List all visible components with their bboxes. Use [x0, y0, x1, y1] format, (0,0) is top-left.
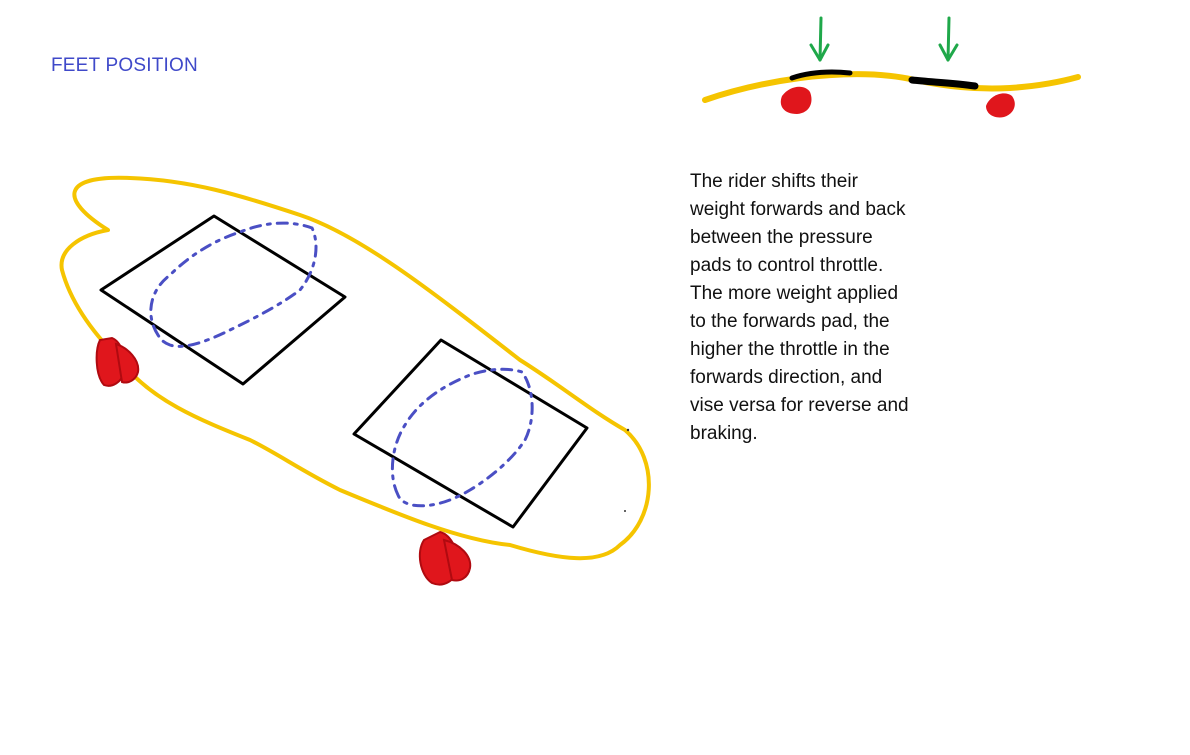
- description-line: higher the throttle in the: [690, 339, 890, 360]
- description-line: The rider shifts their: [690, 171, 858, 192]
- board-side-view: [702, 16, 1081, 118]
- description-line: vise versa for reverse and: [690, 395, 909, 416]
- foot-back: [149, 221, 318, 348]
- speck-mark: [626, 428, 630, 432]
- description-line: forwards direction, and: [690, 367, 883, 388]
- wheel-side-back: [780, 86, 812, 114]
- board-outline: [59, 175, 651, 561]
- wheel-back: [95, 336, 140, 387]
- page-title: FEET POSITION: [51, 55, 198, 76]
- board-side-deck: [702, 71, 1081, 103]
- pressure-pad-back: [99, 214, 347, 386]
- wheel-side-front: [986, 93, 1015, 118]
- pressure-pad-side-back: [789, 69, 853, 81]
- description-line: between the pressure: [690, 227, 873, 248]
- speck-mark: [624, 510, 626, 512]
- wheel-front: [418, 530, 472, 586]
- arrow-down-icon: [809, 16, 830, 62]
- description-line: pads to control throttle.: [690, 255, 884, 276]
- description-line: weight forwards and back: [690, 199, 906, 220]
- pressure-pad-side-front: [908, 76, 979, 90]
- foot-front: [390, 367, 534, 508]
- board-top-view: [59, 175, 651, 586]
- description-line: The more weight applied: [690, 283, 899, 304]
- arrow-down-icon: [938, 16, 959, 62]
- description-line: braking.: [690, 423, 758, 444]
- description-text: The rider shifts their weight forwards a…: [690, 168, 950, 448]
- pressure-pad-front: [352, 338, 589, 529]
- description-line: to the forwards pad, the: [690, 311, 890, 332]
